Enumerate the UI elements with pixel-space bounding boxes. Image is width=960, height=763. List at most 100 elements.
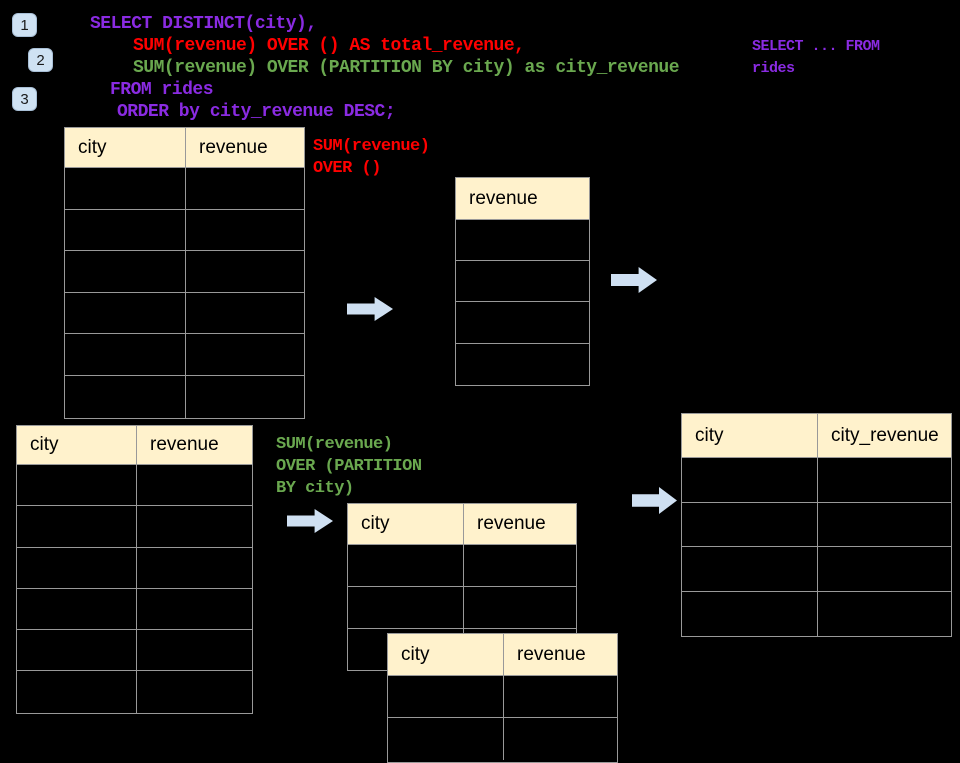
- table-header-row: city revenue: [348, 504, 576, 545]
- table-cell: [456, 302, 589, 342]
- step-badge-2: 2: [28, 48, 53, 72]
- step-badge-1: 1: [12, 13, 37, 37]
- table-cell: [17, 547, 137, 588]
- table-cell: [65, 251, 186, 292]
- partition-annotation-line-3: BY city): [276, 479, 354, 498]
- side-note-line-2: rides: [752, 60, 795, 77]
- table-cell: [464, 587, 576, 628]
- table-cell: [137, 506, 252, 546]
- table-row: [682, 502, 951, 548]
- table-cell: [818, 503, 951, 547]
- table-cell: [388, 718, 504, 760]
- partition-annotation-line-2: OVER (PARTITION: [276, 457, 422, 476]
- table-body: [388, 676, 617, 762]
- column-header-revenue: revenue: [477, 513, 546, 534]
- table-cell: [186, 293, 304, 334]
- table-cell: [17, 506, 137, 547]
- column-header-revenue: revenue: [469, 187, 538, 209]
- table-cell: [65, 334, 186, 375]
- arrow-right-icon: [347, 297, 393, 321]
- table-header-row: city revenue: [388, 634, 617, 676]
- column-header-revenue: revenue: [150, 434, 219, 455]
- table-cell: [186, 251, 304, 292]
- table-body: [17, 465, 252, 713]
- table-row: [348, 586, 576, 629]
- table-row: [682, 591, 951, 637]
- partition-annotation-line-1: SUM(revenue): [276, 435, 393, 454]
- slide-canvas: { "step_badges": [ {"label": "1"}, {"lab…: [12, 13, 952, 763]
- total-revenue-annotation-line-2: OVER (): [313, 159, 381, 178]
- column-header-city: city: [682, 414, 818, 457]
- table-cell: [17, 465, 137, 506]
- table-row: [17, 588, 252, 631]
- table-rides-source-top: city revenue: [64, 127, 305, 419]
- table-row: [65, 334, 304, 376]
- table-cell: [456, 220, 589, 260]
- arrow-right-icon: [287, 509, 333, 533]
- table-cell: [186, 210, 304, 251]
- table-row: [456, 302, 589, 344]
- table-row: [65, 375, 304, 418]
- table-row: [348, 545, 576, 587]
- table-header-row: city revenue: [65, 128, 304, 168]
- table-total-revenue-result: revenue: [455, 177, 590, 386]
- table-cell: [137, 630, 252, 670]
- table-cell: [186, 376, 304, 418]
- table-row: [456, 344, 589, 385]
- table-row: [17, 630, 252, 672]
- table-row: [17, 506, 252, 548]
- column-header-city: city: [17, 426, 137, 464]
- table-cell: [137, 548, 252, 588]
- table-cell: [186, 334, 304, 375]
- total-revenue-annotation: SUM(revenue) OVER (): [313, 136, 430, 180]
- table-body: [456, 220, 589, 385]
- table-cell: [818, 458, 951, 502]
- total-revenue-annotation-line-1: SUM(revenue): [313, 137, 430, 156]
- sql-code-line-order: ORDER by city_revenue DESC;: [117, 102, 396, 122]
- arrow-right-icon: [632, 487, 677, 514]
- table-cell: [682, 502, 818, 547]
- partition-annotation: SUM(revenue) OVER (PARTITION BY city): [276, 434, 422, 500]
- table-row: [65, 209, 304, 252]
- table-header-row: revenue: [456, 178, 589, 220]
- column-header-city: city: [65, 128, 186, 167]
- table-cell: [348, 586, 464, 628]
- table-cell: [348, 545, 464, 586]
- table-cell: [137, 589, 252, 629]
- sql-code-line-from: FROM rides: [110, 80, 214, 100]
- table-partition-front: city revenue: [387, 633, 618, 763]
- table-row: [388, 718, 617, 760]
- step-badge-3: 3: [12, 87, 37, 111]
- table-row: [65, 251, 304, 293]
- table-body: [682, 458, 951, 637]
- table-cell: [17, 588, 137, 630]
- table-row: [65, 168, 304, 210]
- table-cell: [682, 547, 818, 591]
- sql-code-line-total: SUM(revenue) OVER () AS total_revenue,: [133, 36, 525, 56]
- table-cell: [818, 547, 951, 591]
- table-cell: [65, 292, 186, 334]
- table-cell: [818, 592, 951, 637]
- table-row: [456, 220, 589, 262]
- table-cell: [65, 375, 186, 418]
- table-header-row: city city_revenue: [682, 414, 951, 458]
- table-cell: [456, 344, 589, 385]
- table-row: [17, 671, 252, 713]
- table-cell: [137, 465, 252, 505]
- table-cell: [504, 676, 617, 717]
- table-cell: [682, 591, 818, 637]
- table-row: [17, 547, 252, 589]
- table-row: [456, 261, 589, 303]
- table-cell: [682, 458, 818, 502]
- column-header-city: city: [348, 504, 464, 544]
- table-row: [682, 547, 951, 592]
- table-cell: [137, 671, 252, 712]
- table-header-row: city revenue: [17, 426, 252, 465]
- table-cell: [388, 676, 504, 717]
- table-row: [682, 458, 951, 503]
- column-header-city-revenue: city_revenue: [831, 424, 939, 446]
- table-cell: [504, 718, 617, 760]
- table-cell: [17, 630, 137, 671]
- column-header-revenue: revenue: [199, 136, 268, 158]
